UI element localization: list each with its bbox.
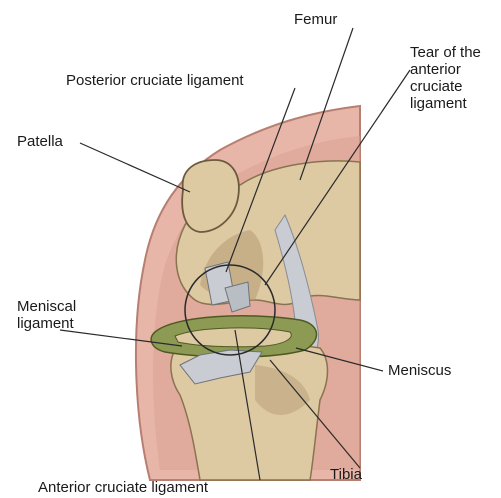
label-tibia: Tibia [330,466,362,483]
label-posterior-cruciate-ligament: Posterior cruciate ligament [66,72,244,89]
label-meniscus: Meniscus [388,362,451,379]
label-tear-of-acl: Tear of the anterior cruciate ligament [410,44,481,112]
label-femur: Femur [294,11,337,28]
label-anterior-cruciate-ligament: Anterior cruciate ligament [38,479,208,496]
label-patella: Patella [17,133,63,150]
label-meniscal-ligament: Meniscal ligament [17,298,76,332]
